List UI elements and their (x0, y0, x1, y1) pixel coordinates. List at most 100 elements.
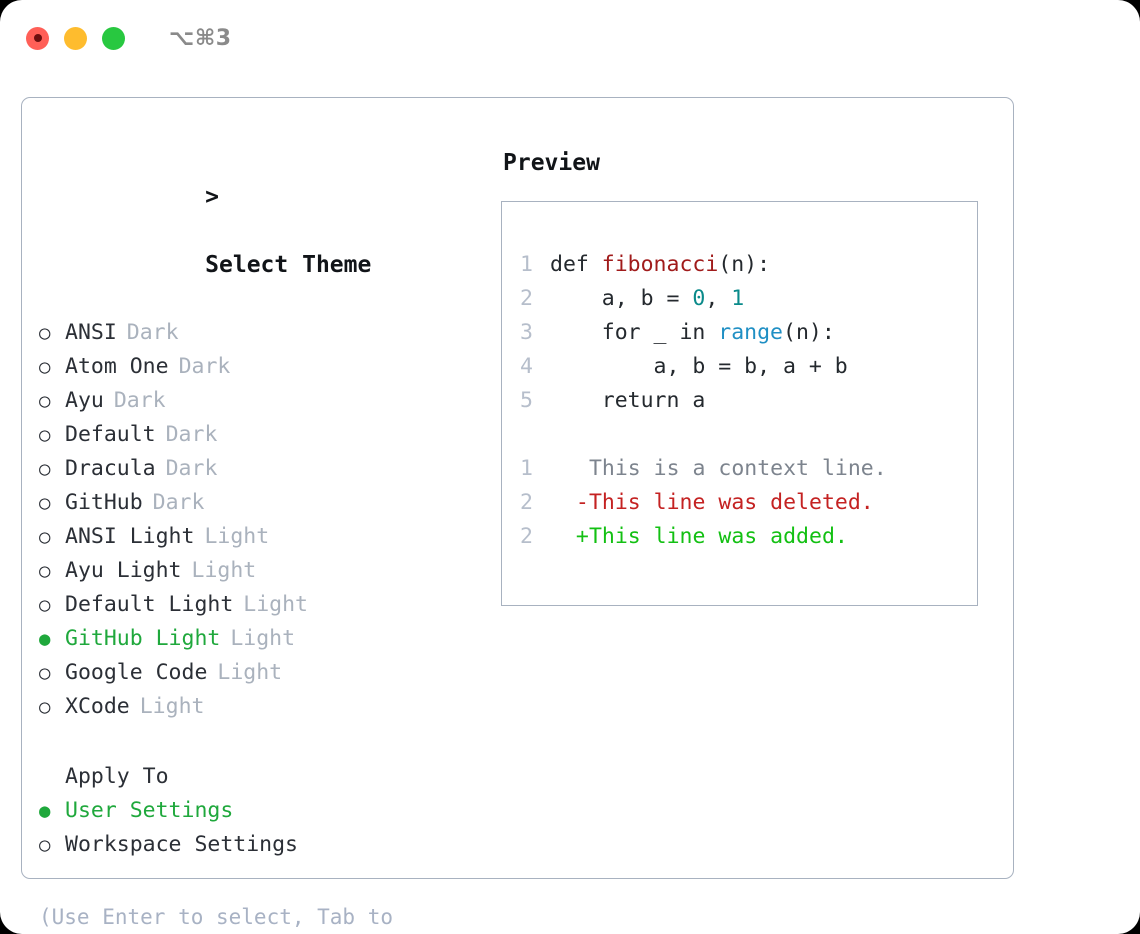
theme-variant-label: Light (139, 694, 205, 719)
code-token: (n): (718, 252, 771, 277)
close-button[interactable] (26, 26, 49, 50)
theme-variant-label: Dark (165, 422, 218, 447)
radio-unselected-icon: ○ (39, 322, 51, 344)
radio-unselected-icon: ○ (39, 834, 51, 856)
code-token: range (718, 320, 784, 345)
theme-list-item[interactable]: ○ XCode Light (39, 690, 501, 724)
theme-variant-label: Dark (152, 490, 205, 515)
theme-list-item[interactable]: ○ Dracula Dark (39, 452, 501, 486)
radio-unselected-icon: ○ (39, 662, 51, 684)
preview-spacer (520, 418, 977, 452)
diff-marker (550, 452, 576, 486)
theme-name-label: XCode (65, 694, 130, 719)
code-token: return a (550, 388, 706, 413)
theme-name-label: Google Code (65, 660, 208, 685)
theme-variant-label: Dark (165, 456, 218, 481)
radio-unselected-icon: ○ (39, 458, 51, 480)
diff-line: 2 - This line was deleted. (520, 486, 977, 520)
minimize-button[interactable] (64, 26, 87, 50)
code-token: 1 (731, 286, 745, 311)
code-token: fibonacci (601, 252, 719, 277)
traffic-light-buttons (26, 26, 125, 50)
code-token: a, b = b, a + b (550, 354, 848, 379)
code-line: 2 a, b = 0, 1 (520, 282, 977, 316)
theme-list-item[interactable]: ○ GitHub Dark (39, 486, 501, 520)
heading-text: Select Theme (205, 252, 372, 278)
theme-list-item[interactable]: ○ Google Code Light (39, 656, 501, 690)
diff-line: 2 + This line was added. (520, 520, 977, 554)
line-number: 4 (520, 354, 533, 379)
theme-variant-label: Light (243, 592, 309, 617)
keyboard-shortcut-label: ⌥⌘3 (169, 25, 232, 51)
apply-to-item[interactable]: ○ Workspace Settings (39, 828, 501, 862)
line-number: 1 (520, 456, 533, 481)
code-token: def (550, 252, 602, 277)
code-line: 4 a, b = b, a + b (520, 350, 977, 384)
zoom-button[interactable] (102, 26, 125, 50)
radio-unselected-icon: ○ (39, 696, 51, 718)
preview-heading: Preview (503, 150, 600, 176)
code-token: for _ in (550, 320, 719, 345)
code-token: a, b = (550, 286, 693, 311)
window-titlebar: ⌥⌘3 (0, 0, 1140, 76)
radio-unselected-icon: ○ (39, 356, 51, 378)
theme-variant-label: Light (217, 660, 283, 685)
theme-name-label: GitHub (65, 490, 143, 515)
code-line: 5 return a (520, 384, 977, 418)
radio-unselected-icon: ○ (39, 594, 51, 616)
radio-selected-icon: ● (39, 800, 51, 822)
line-number: 1 (520, 252, 533, 277)
theme-variant-label: Light (204, 524, 270, 549)
diff-marker: - (550, 490, 589, 515)
theme-name-label: GitHub Light (65, 626, 221, 651)
code-token: 0 (692, 286, 706, 311)
radio-unselected-icon: ○ (39, 560, 51, 582)
theme-variant-label: Light (191, 558, 257, 583)
apply-to-item[interactable]: ● User Settings (39, 794, 501, 828)
theme-name-label: ANSI Light (65, 524, 195, 549)
apply-to-section: Apply To ● User Settings ○ Workspace Settin… (39, 760, 501, 862)
radio-unselected-icon: ○ (39, 390, 51, 412)
theme-name-label: Ayu (65, 388, 104, 413)
diff-text: This is a context line. (576, 456, 887, 481)
select-theme-heading: > Select Theme (39, 146, 501, 316)
theme-name-label: Atom One (65, 354, 169, 379)
code-line: 3 for _ in range(n): (520, 316, 977, 350)
diff-text: This line was added. (576, 524, 848, 549)
line-number: 5 (520, 388, 533, 413)
radio-unselected-icon: ○ (39, 492, 51, 514)
apply-to-list: ● User Settings ○ Workspace Settings (39, 794, 501, 862)
radio-unselected-icon: ○ (39, 424, 51, 446)
apply-to-label: Workspace Settings (65, 832, 298, 857)
diff-line: 1 This is a context line. (520, 452, 977, 486)
theme-name-label: Dracula (65, 456, 156, 481)
theme-variant-label: Light (230, 626, 296, 651)
theme-list-item[interactable]: ○ Default Light Light (39, 588, 501, 622)
apply-to-label: User Settings (65, 798, 234, 823)
code-line: 1 def fibonacci(n): (520, 248, 977, 282)
heading-prefix: > (205, 184, 220, 210)
line-number: 2 (520, 490, 533, 515)
code-token: (n): (783, 320, 835, 345)
theme-name-label: Default Light (65, 592, 234, 617)
diff-text: This line was deleted. (576, 490, 874, 515)
radio-unselected-icon: ○ (39, 526, 51, 548)
apply-to-heading: Apply To (65, 764, 169, 789)
line-number: 3 (520, 320, 533, 345)
keyboard-hint-text: (Use Enter to select, Tab to change focu… (39, 905, 394, 929)
line-number: 2 (520, 524, 533, 549)
theme-list-item[interactable]: ○ ANSI Light Light (39, 520, 501, 554)
theme-variant-label: Dark (126, 320, 179, 345)
